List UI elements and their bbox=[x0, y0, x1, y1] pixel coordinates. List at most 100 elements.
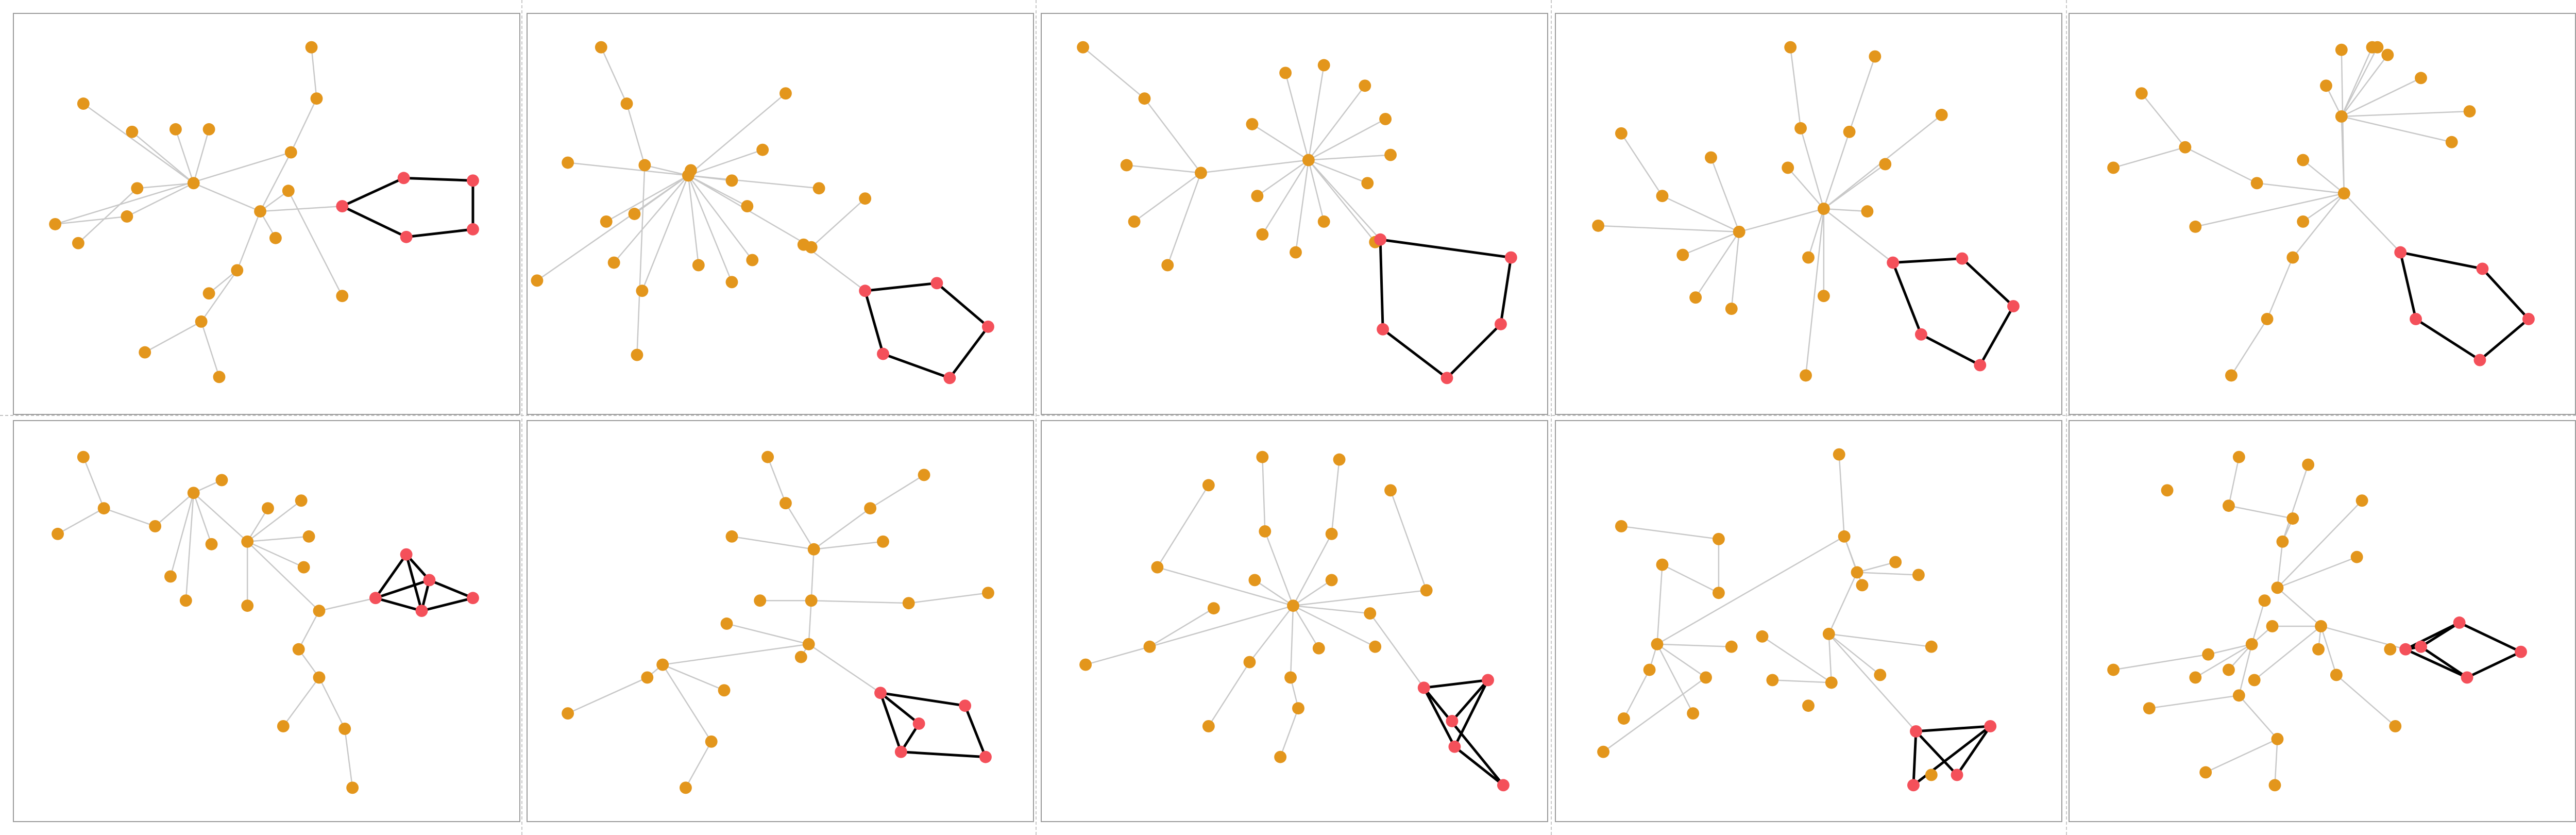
graph-panel-6 bbox=[13, 420, 520, 822]
tree-edge bbox=[1144, 98, 1201, 174]
tree-node bbox=[195, 315, 208, 328]
graph-bowtie bbox=[562, 450, 994, 794]
motif-node bbox=[2410, 313, 2422, 325]
tree-node bbox=[1369, 640, 1382, 653]
tree-node bbox=[636, 285, 649, 297]
tree-node bbox=[680, 781, 692, 794]
tree-edge bbox=[1828, 633, 1833, 683]
tree-node bbox=[1302, 154, 1315, 166]
tree-edge bbox=[137, 182, 194, 189]
motif-node bbox=[930, 277, 943, 290]
tree-node bbox=[1725, 640, 1738, 653]
tree-node bbox=[1284, 671, 1297, 684]
tree-edge bbox=[2251, 600, 2265, 645]
motif-edge bbox=[2420, 621, 2460, 648]
tree-edge bbox=[536, 175, 689, 281]
tree-edge bbox=[687, 175, 733, 282]
tree-edge bbox=[1657, 643, 1732, 647]
tree-node bbox=[2445, 136, 2458, 148]
graph-cycle-5 bbox=[531, 41, 994, 385]
tree-edge bbox=[344, 728, 353, 788]
graph-panel-10 bbox=[2069, 420, 2576, 822]
tree-node bbox=[1833, 448, 1845, 461]
tree-node bbox=[1317, 215, 1330, 228]
tree-node bbox=[1420, 584, 1433, 597]
tree-node bbox=[2135, 87, 2148, 100]
tree-node bbox=[1592, 219, 1605, 232]
tree-edge bbox=[2277, 556, 2358, 589]
tree-edge bbox=[1308, 160, 1325, 222]
tree-edge bbox=[2277, 541, 2283, 588]
tree-node bbox=[1643, 663, 1656, 676]
tree-edge bbox=[1828, 633, 1917, 732]
tree-node bbox=[1838, 530, 1851, 543]
tree-node bbox=[1143, 640, 1156, 653]
tree-node bbox=[313, 671, 326, 684]
tree-node bbox=[1615, 127, 1628, 140]
motif-edge bbox=[948, 326, 989, 379]
tree-node bbox=[638, 159, 651, 172]
graph-bowtie bbox=[2107, 450, 2527, 792]
tree-node bbox=[187, 177, 200, 190]
motif-node bbox=[1974, 359, 1987, 372]
motif-node bbox=[2522, 313, 2535, 325]
tree-edge bbox=[2238, 644, 2252, 696]
tree-node bbox=[241, 535, 254, 548]
tree-node bbox=[864, 502, 877, 515]
tree-edge bbox=[1598, 225, 1739, 233]
tree-node bbox=[1705, 151, 1717, 164]
tree-edge bbox=[1208, 661, 1250, 727]
tree-node bbox=[1077, 41, 1090, 54]
motif-edge bbox=[375, 579, 430, 599]
tree-edge bbox=[1662, 195, 1740, 232]
tree-edge bbox=[1293, 605, 1370, 614]
tree-node bbox=[1325, 527, 1338, 540]
tree-edge bbox=[319, 597, 376, 612]
tree-edge bbox=[185, 493, 194, 601]
tree-edge bbox=[298, 610, 320, 650]
tree-node bbox=[2222, 663, 2235, 676]
tree-edge bbox=[1857, 572, 1919, 576]
tree-edge bbox=[1157, 485, 1209, 568]
tree-edge bbox=[1167, 172, 1202, 265]
tree-node bbox=[1274, 750, 1287, 763]
tree-edge bbox=[247, 500, 302, 542]
tree-edge bbox=[645, 164, 689, 176]
tree-node bbox=[607, 256, 620, 269]
tree-edge bbox=[1133, 172, 1201, 222]
tree-edge bbox=[104, 507, 156, 527]
tree-node bbox=[631, 348, 643, 361]
tree-node bbox=[718, 684, 731, 697]
motif-edge bbox=[865, 281, 937, 292]
motif-node bbox=[981, 320, 994, 333]
tree-node bbox=[1333, 453, 1346, 466]
graph-cycle-5 bbox=[2107, 41, 2535, 382]
tree-node bbox=[720, 617, 733, 630]
motif-node bbox=[2007, 300, 2020, 313]
tree-edge bbox=[1838, 454, 1845, 537]
tree-node bbox=[562, 156, 574, 169]
tree-node bbox=[1656, 558, 1669, 571]
tree-edge bbox=[2341, 116, 2345, 194]
motif-node bbox=[466, 223, 479, 236]
motif-edge bbox=[406, 228, 473, 239]
motif-node bbox=[2415, 640, 2427, 653]
tree-edge bbox=[2274, 739, 2278, 786]
tree-node bbox=[741, 200, 754, 213]
tree-edge bbox=[1279, 708, 1299, 758]
tree-edge bbox=[2230, 319, 2268, 376]
tree-node bbox=[1202, 479, 1215, 492]
tree-edge bbox=[1731, 231, 1740, 309]
tree-edge bbox=[687, 175, 700, 265]
tree-node bbox=[628, 208, 641, 220]
tree-node bbox=[2335, 110, 2348, 123]
tree-node bbox=[72, 237, 84, 249]
tree-node bbox=[1379, 113, 1392, 125]
tree-edge bbox=[2341, 54, 2388, 117]
tree-node bbox=[2371, 41, 2384, 54]
tree-node bbox=[1256, 450, 1269, 463]
motif-node bbox=[877, 347, 889, 360]
tree-node bbox=[641, 671, 654, 684]
tree-edge bbox=[1308, 65, 1325, 160]
